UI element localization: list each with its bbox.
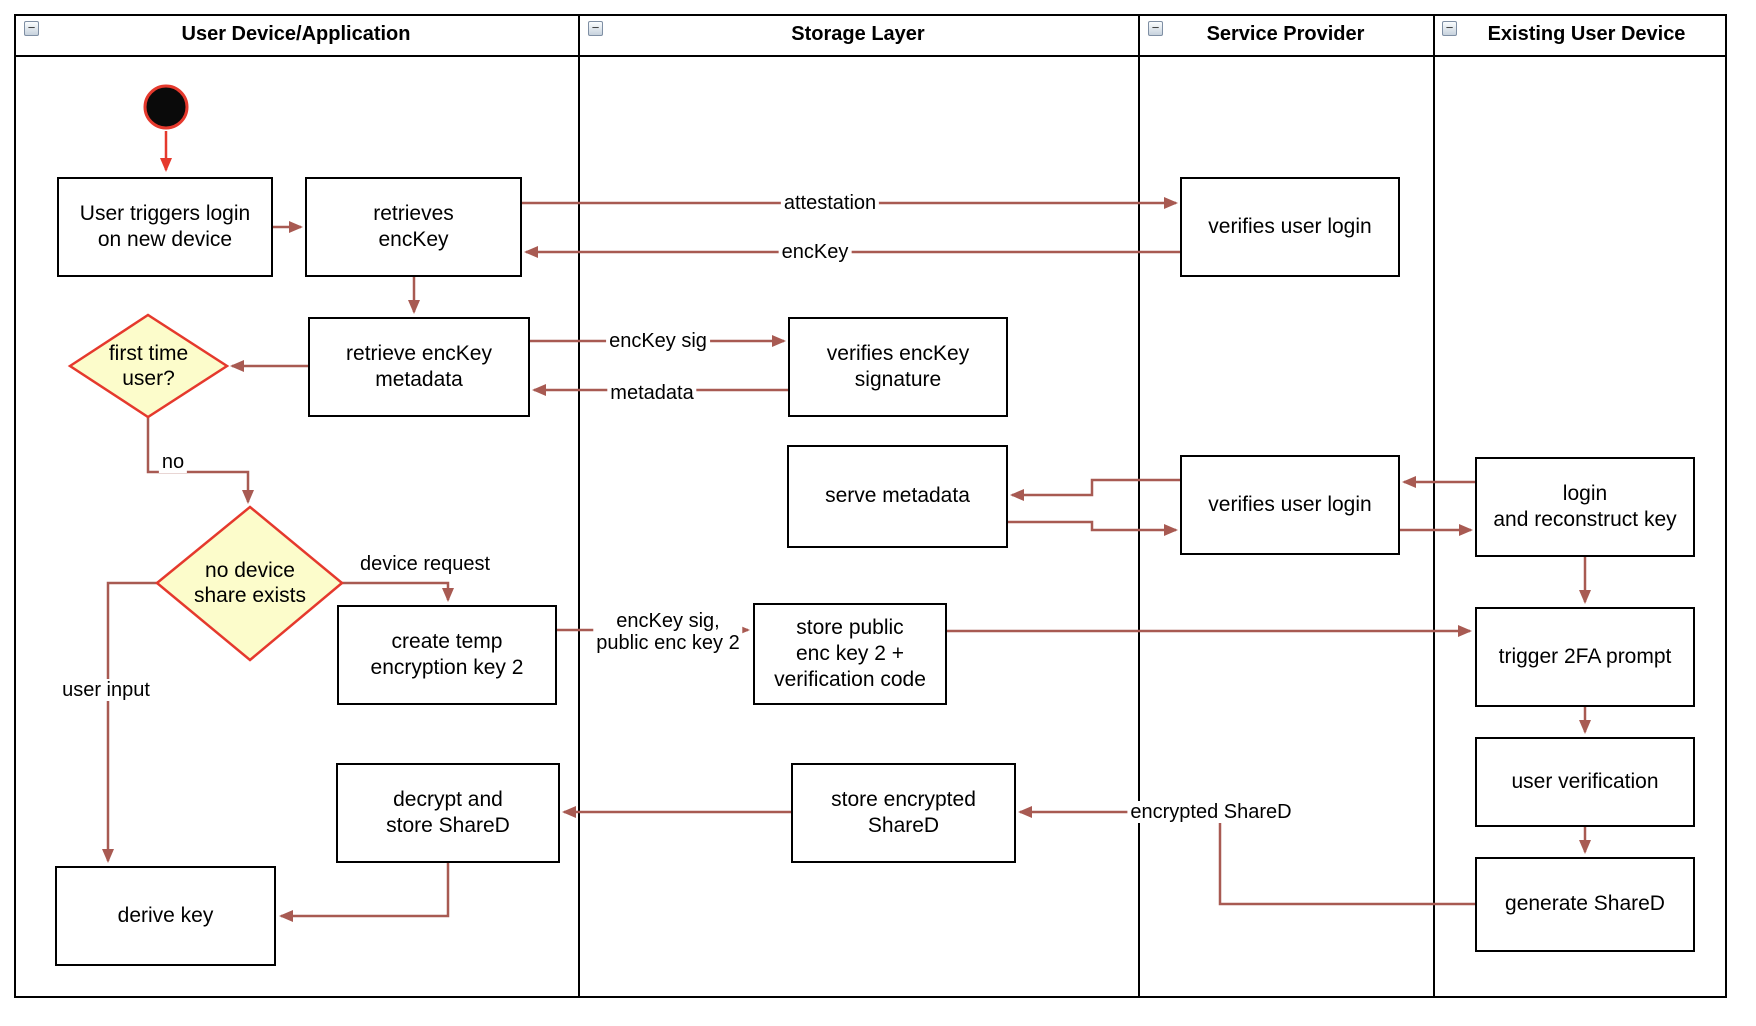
start-node[interactable] — [143, 84, 189, 130]
lane-title-existing-device: Existing User Device — [1487, 23, 1686, 45]
node-store-encrypted-shared[interactable]: store encrypted ShareD — [791, 763, 1016, 863]
collapse-icon[interactable]: − — [588, 21, 603, 36]
edge-decrypt-to-derive — [279, 863, 450, 922]
node-verifies-user-login-1[interactable]: verifies user login — [1180, 177, 1400, 277]
lane-divider-3 — [1433, 14, 1435, 998]
node-verifies-enckey-signature[interactable]: verifies encKey signature — [788, 317, 1008, 417]
node-serve-metadata[interactable]: serve metadata — [787, 445, 1008, 548]
edge-no-branch — [146, 417, 254, 504]
lane-divider-1 — [578, 14, 580, 998]
collapse-icon[interactable]: − — [24, 21, 39, 36]
lane-title-storage-layer: Storage Layer — [791, 23, 925, 45]
lane-title-service-provider: Service Provider — [1206, 23, 1365, 45]
edge-label-no: no — [158, 451, 188, 473]
node-user-verification[interactable]: user verification — [1475, 737, 1695, 827]
lane-title-user-device: User Device/Application — [181, 23, 411, 45]
node-generate-shared[interactable]: generate ShareD — [1475, 857, 1695, 952]
diagram-frame — [14, 14, 1727, 998]
header-divider — [14, 55, 1727, 57]
node-login-reconstruct-key[interactable]: login and reconstruct key — [1475, 457, 1695, 557]
edge-label-user-input: user input — [59, 679, 153, 701]
edge-verifies2-to-serve — [1010, 478, 1180, 501]
edge-encrypted-shared — [1018, 806, 1475, 906]
node-derive-key[interactable]: derive key — [55, 866, 276, 966]
lane-divider-2 — [1138, 14, 1140, 998]
node-store-public-key[interactable]: store public enc key 2 + verification co… — [753, 603, 947, 705]
node-decrypt-store-shared[interactable]: decrypt and store ShareD — [336, 763, 560, 863]
edge-label-encrypted-shared: encrypted ShareD — [1127, 801, 1295, 823]
node-retrieve-enckey-metadata[interactable]: retrieve encKey metadata — [308, 317, 530, 417]
edge-user-input — [102, 581, 157, 863]
collapse-icon[interactable]: − — [1148, 21, 1163, 36]
node-trigger-2fa[interactable]: trigger 2FA prompt — [1475, 607, 1695, 707]
node-user-triggers-login[interactable]: User triggers login on new device — [57, 177, 273, 277]
node-retrieves-enckey[interactable]: retrieves encKey — [305, 177, 522, 277]
edge-device-request — [342, 581, 454, 602]
decision-no-device-share[interactable] — [155, 505, 344, 662]
collapse-icon[interactable]: − — [1442, 21, 1457, 36]
edge-label-attestation: attestation — [780, 192, 880, 214]
edge-label-metadata: metadata — [607, 382, 697, 404]
edge-label-enckey-sig-public: encKey sig, public enc key 2 — [593, 610, 743, 654]
edge-label-device-request: device request — [356, 553, 494, 575]
edge-serve-to-verifies2 — [1008, 520, 1178, 536]
node-verifies-user-login-2[interactable]: verifies user login — [1180, 455, 1400, 555]
edge-label-enckey: encKey — [778, 241, 852, 263]
decision-first-time-user[interactable] — [67, 313, 230, 419]
node-create-temp-key[interactable]: create temp encryption key 2 — [337, 605, 557, 705]
edge-label-enckey-sig: encKey sig — [606, 330, 710, 352]
